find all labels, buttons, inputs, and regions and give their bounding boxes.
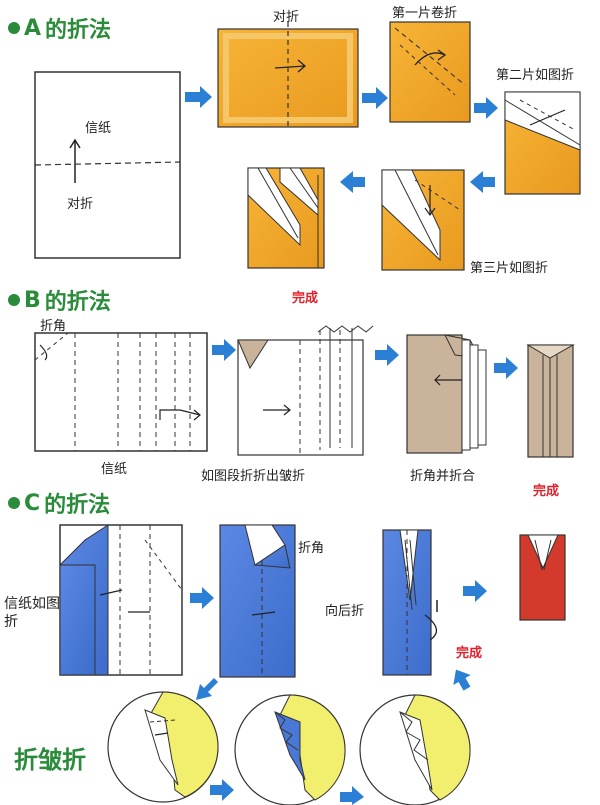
arrow-icon [453, 669, 471, 691]
c-pleat-circle-3 [359, 694, 471, 805]
a-step3-paper [389, 21, 471, 123]
label-a-step2: 第一片卷折 [392, 6, 458, 21]
section-a-title: 的折法 [45, 18, 112, 43]
label-c-done: 完成 [456, 646, 483, 661]
bullet-icon [8, 22, 20, 34]
label-b-zhejiao: 折角 [40, 319, 67, 334]
a-step4-paper [504, 91, 581, 195]
arrow-icon [340, 786, 364, 805]
label-c-xianghou: 向后折 [325, 604, 365, 619]
label-a-step4: 第三片如图折 [470, 261, 549, 276]
label-c-xinzhi: 信纸如图折 [4, 596, 60, 630]
arrow-icon [494, 357, 518, 379]
bullet-icon [8, 294, 20, 306]
arrow-icon [190, 587, 214, 609]
label-b-done: 完成 [533, 484, 560, 499]
arrow-icon [185, 86, 212, 108]
arrow-icon [470, 171, 495, 193]
arrow-icon [474, 97, 498, 119]
a-step2-paper [217, 22, 359, 130]
b-step2-paper [237, 325, 374, 456]
c-pleat-circle-1 [107, 691, 219, 803]
section-c-title: 的折法 [44, 493, 111, 518]
b-step3-paper [406, 334, 487, 454]
c-step4-paper [519, 534, 566, 621]
arrow-icon [375, 344, 399, 366]
a-step5-paper [381, 169, 465, 271]
section-c-letter: C [24, 490, 41, 516]
label-c-zhouzhe: 折皱折 [14, 746, 86, 774]
arrow-icon [196, 678, 218, 700]
label-a-duizhe-top: 对折 [273, 10, 300, 25]
label-a-xinzhi: 信纸 [85, 121, 112, 136]
b-step4-paper [526, 344, 575, 458]
section-b-heading: B 的折法 [8, 284, 111, 316]
c-step2-paper [219, 524, 296, 678]
b-step1-paper [34, 332, 208, 452]
c-pleat-circle-2 [234, 694, 346, 805]
label-c-zhejiao: 折角 [298, 541, 325, 556]
label-b-xinzhi: 信纸 [101, 462, 128, 477]
section-a-heading: A 的折法 [8, 12, 111, 44]
section-b-title: 的折法 [44, 290, 111, 315]
label-a-duizhe-left: 对折 [67, 197, 94, 212]
c-step3-paper [382, 529, 438, 676]
bullet-icon [8, 497, 20, 509]
c-step1-paper [59, 524, 183, 676]
label-b-step3: 折角并折合 [410, 469, 476, 484]
arrow-icon [340, 171, 365, 193]
arrow-icon [212, 339, 236, 361]
section-c-heading: C 的折法 [8, 487, 110, 519]
label-a-done: 完成 [292, 291, 319, 306]
label-b-step2: 如图段折折出皱折 [201, 469, 306, 484]
section-a-letter: A [24, 15, 42, 41]
arrow-icon [362, 87, 388, 109]
a-step1-paper [34, 71, 181, 259]
arrow-icon [463, 580, 487, 602]
arrow-icon [210, 779, 234, 801]
section-b-letter: B [24, 287, 41, 313]
a-step6-paper [247, 167, 325, 269]
label-a-step3: 第二片如图折 [496, 68, 575, 83]
